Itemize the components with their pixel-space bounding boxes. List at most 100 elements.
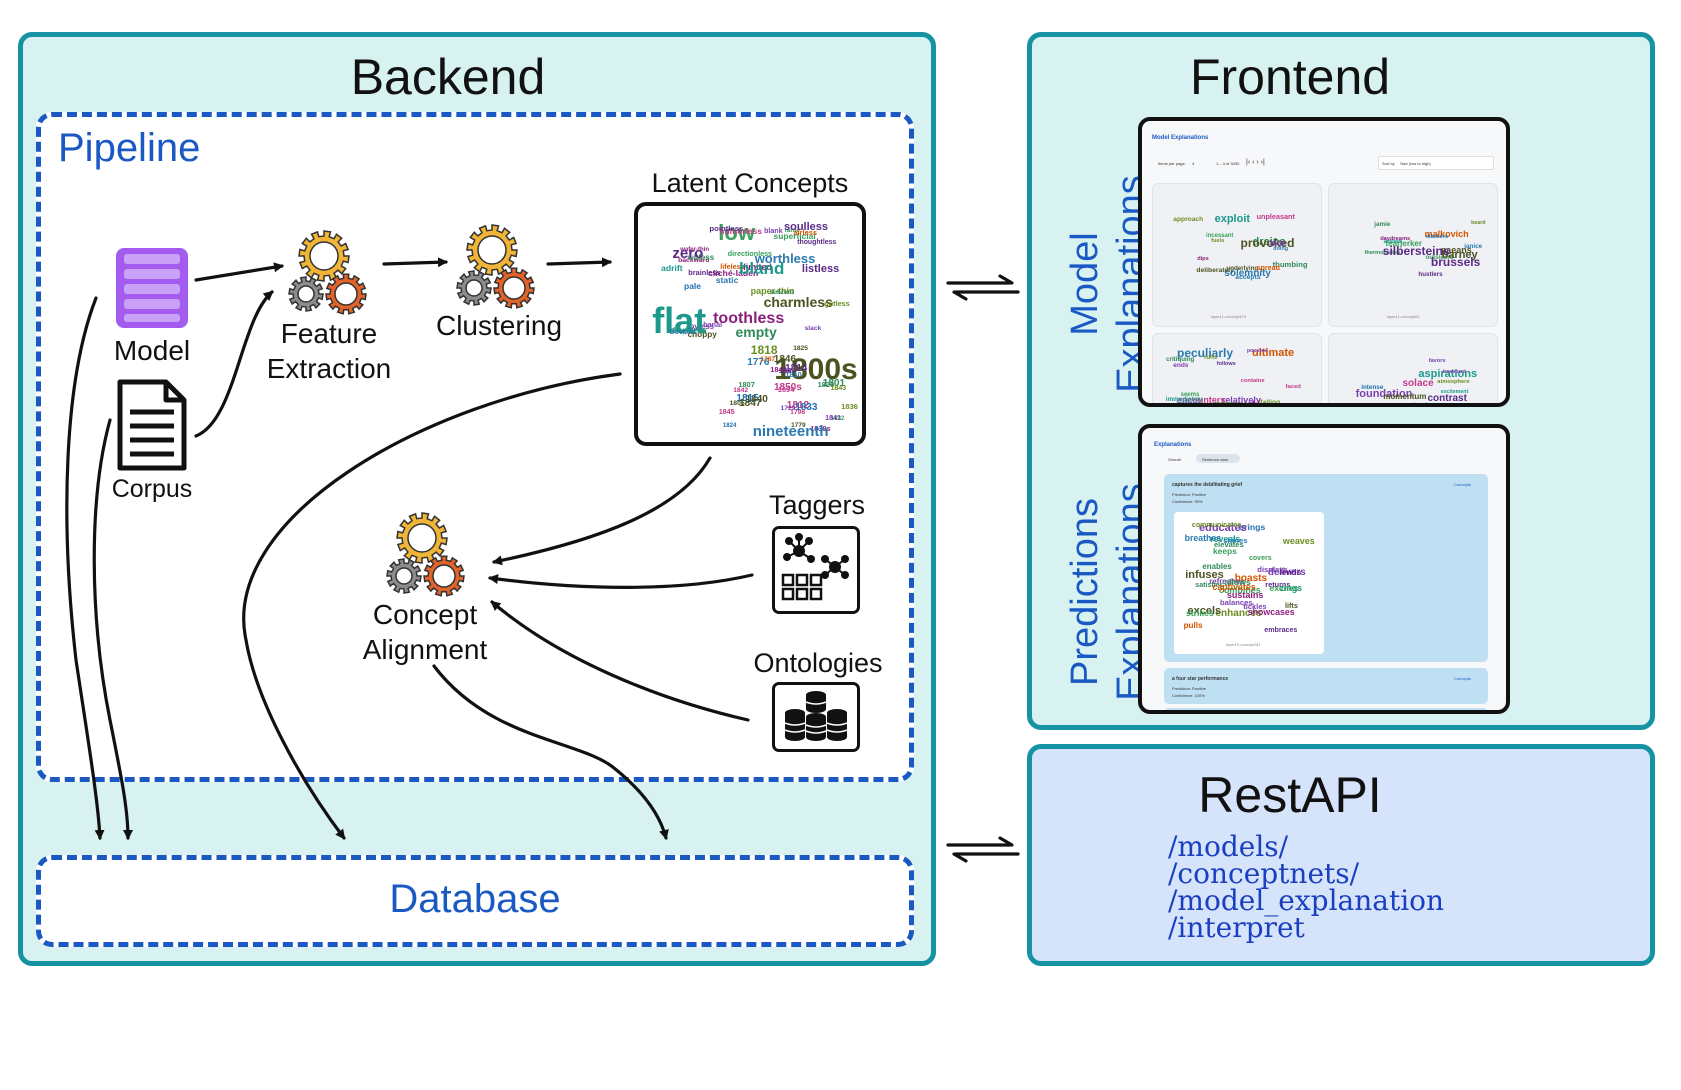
shot2-tab-overall[interactable]: Overall	[1168, 457, 1181, 462]
wordcloud-word: paeans	[1440, 245, 1472, 256]
wordcloud-word: intense	[1361, 384, 1384, 392]
wordcloud-word: solace	[1402, 378, 1434, 390]
wordcloud-word: 1843	[830, 384, 847, 392]
wordcloud-word: 1847	[739, 398, 762, 410]
wordcloud-word: boasts	[1234, 572, 1268, 584]
shot2-tab-sentence[interactable]: Sentence-wise	[1202, 457, 1229, 462]
wordcloud-word: atmosphere	[1437, 378, 1470, 385]
wordcloud-word: 1830s	[810, 423, 831, 433]
backend-title: Backend	[350, 49, 546, 105]
wordcloud-word: listless	[801, 262, 840, 275]
wordcloud-word: doing	[1273, 246, 1289, 253]
wordcloud-word: 1798	[790, 409, 806, 417]
api-endpoint-interpret[interactable]: /interpret	[1168, 911, 1305, 944]
wordcloud-word: breathes	[1184, 533, 1222, 544]
wordcloud-word: 1812	[786, 399, 810, 411]
shot2-confidence-2: Confidence: 100%	[1172, 693, 1205, 698]
wordcloud-word: encounters	[1176, 395, 1226, 405]
wordcloud-word: sustains	[1226, 589, 1264, 600]
wordcloud-word: 1803	[778, 365, 796, 375]
shot1-range: 1 – 4 of 3430	[1216, 161, 1240, 166]
shot2-sentence-card-1: captures the debilitating grief Concepts…	[1164, 474, 1488, 662]
wordcloud-word: barney	[1441, 249, 1478, 262]
shot2-cloud-footer: layer10-concept911	[1226, 642, 1261, 647]
wordcloud-word: excels	[1187, 604, 1222, 617]
wordcloud-word: 1815	[736, 393, 759, 405]
wordcloud-word: 1842	[733, 387, 749, 395]
database-title: Database	[389, 877, 561, 921]
wordcloud-word: captivates	[1212, 582, 1256, 593]
wordcloud-word: backward	[678, 257, 710, 265]
shot2-confidence-1: Confidence: 95%	[1172, 499, 1203, 504]
wordcloud-word: becomes	[1214, 400, 1237, 407]
wordcloud-word: thoughtless	[797, 239, 837, 247]
clustering-label: Clustering	[435, 310, 563, 341]
wordcloud-word: thermocrates	[1364, 249, 1401, 256]
shot2-sentence-2: a four star performance	[1172, 676, 1229, 682]
api-endpoint-model-explanation[interactable]: /model_explanation	[1168, 884, 1445, 917]
api-endpoint-models[interactable]: /models/	[1168, 830, 1289, 863]
wordcloud-word: humorless	[719, 225, 763, 236]
wordcloud-word: 1841	[825, 414, 841, 423]
wordcloud-word: choppy	[687, 329, 717, 339]
wordcloud-word: 1805	[729, 399, 745, 407]
wordcloud-word: nineteenth	[752, 423, 829, 441]
shot1-header: Model Explanations	[1152, 135, 1209, 141]
wordcloud-word: flat	[652, 300, 707, 342]
wordcloud-word: zings	[1279, 582, 1303, 593]
api-endpoint-conceptnets[interactable]: /conceptnets/	[1168, 857, 1360, 890]
wordcloud-word: limited	[743, 262, 772, 272]
wordcloud-word: cliché-laden	[708, 268, 759, 279]
wordcloud-word: lends	[1279, 567, 1302, 577]
wordcloud-word: runs	[1204, 355, 1218, 362]
wordcloud-word: spread	[1256, 263, 1280, 272]
wordcloud-word: elevates	[1214, 540, 1244, 550]
restapi-panel	[1027, 744, 1655, 966]
wordcloud-word: satisfies	[1195, 581, 1224, 589]
wordcloud-word: directionless	[727, 249, 773, 258]
wordcloud-word: soulless	[784, 220, 829, 233]
wordcloud-word: thumbing	[1272, 260, 1308, 270]
wordcloud-word: brussels	[1430, 254, 1481, 269]
wordcloud-word: 1818	[750, 343, 778, 357]
wordcloud-word: fuels	[1211, 238, 1225, 245]
wordcloud-word: 1850s	[774, 382, 802, 394]
frontend-title: Frontend	[1189, 49, 1391, 105]
wordcloud-word: 1825	[793, 344, 808, 352]
wordcloud-word: unpleasant	[1256, 212, 1295, 222]
wordcloud-word: lame	[784, 226, 800, 234]
clustering-gears-icon	[456, 224, 535, 309]
wordcloud-word: pointless	[709, 223, 744, 233]
wordcloud-word: static	[715, 274, 739, 285]
wordcloud-word: hide	[1269, 239, 1286, 249]
shot2-concepts-button-1[interactable]: Concepts	[1454, 482, 1471, 487]
wordcloud-word: brainless	[688, 268, 721, 278]
wordcloud-word: faced	[1285, 384, 1301, 391]
wordcloud-word: banal	[703, 319, 723, 329]
wordcloud-word: 1840s	[770, 365, 791, 375]
pipeline-title: Pipeline	[58, 126, 201, 170]
wordcloud-word: janice	[1464, 243, 1483, 251]
wordcloud-word: beard	[1471, 220, 1486, 227]
wordcloud-word: combines	[1219, 585, 1261, 596]
wordcloud-word: witless	[687, 252, 715, 262]
wordcloud-word: 1807	[738, 380, 755, 390]
wordcloud-word: daydreams	[1380, 235, 1411, 242]
wordcloud-word: airless	[793, 228, 818, 238]
wordcloud-word: balances	[1220, 597, 1253, 607]
wordcloud-word: levels	[1413, 402, 1431, 407]
shot1-nav[interactable]: |‹ ‹ › ›|	[1246, 159, 1265, 166]
wordcloud-word: brings	[1238, 521, 1266, 532]
shot2-concepts-button-2[interactable]: Concepts	[1454, 676, 1471, 681]
shot2-prediction-1: Prediction: Positive	[1172, 492, 1207, 497]
wordcloud-word: excitement	[1440, 388, 1469, 395]
shot1-sort-value[interactable]: Size (low to high)	[1400, 161, 1431, 166]
document-icon	[117, 379, 187, 471]
wordcloud-word: 1776	[747, 357, 770, 369]
wordcloud-word: accepts	[1235, 274, 1261, 282]
wordcloud-word: 1779	[791, 422, 806, 430]
wordcloud-word: approach	[1173, 216, 1204, 224]
wordcloud-word: wafer-thin	[680, 247, 710, 253]
